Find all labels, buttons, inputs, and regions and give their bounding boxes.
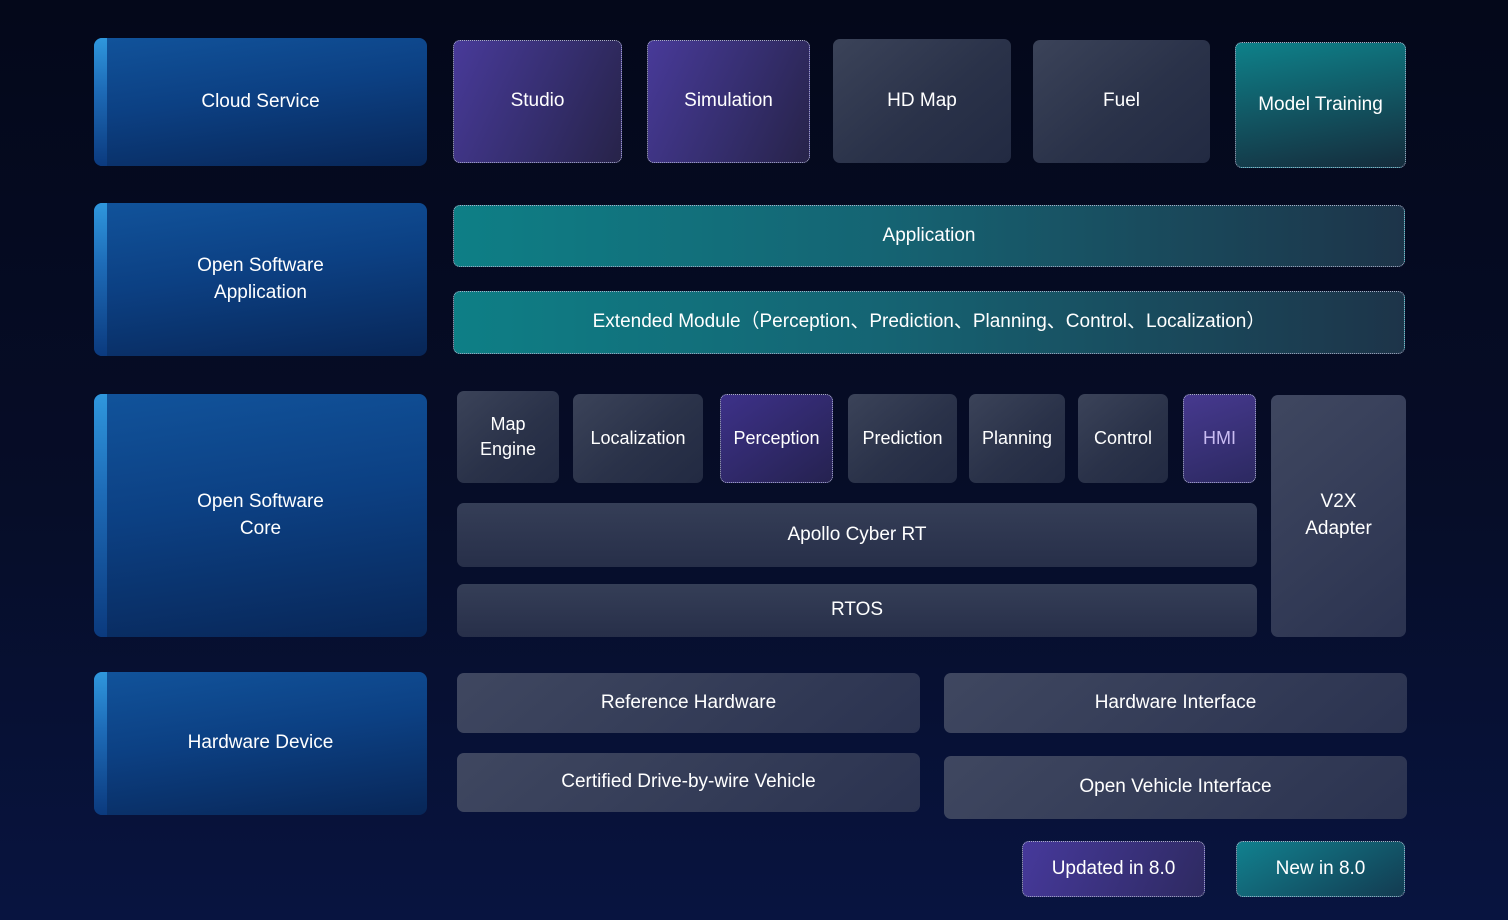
box-rtos-label: RTOS	[830, 599, 884, 621]
box-planning-label: Planning	[981, 427, 1053, 448]
box-perception: Perception	[720, 394, 833, 483]
box-reference-hardware-label: Reference Hardware	[600, 691, 777, 713]
box-hardware-interface: Hardware Interface	[944, 673, 1407, 733]
box-fuel-label: Fuel	[1103, 90, 1140, 112]
box-open-vehicle-interface: Open Vehicle Interface	[944, 756, 1407, 819]
box-control: Control	[1078, 394, 1168, 483]
box-prediction-label: Prediction	[862, 427, 943, 448]
legend-new-badge: New in 8.0	[1236, 841, 1405, 897]
row-label-hardware-device: Hardware Device	[94, 672, 427, 815]
box-apollo-cyber-rt: Apollo Cyber RT	[457, 503, 1257, 567]
box-map-engine-label: Map Engine	[479, 413, 537, 459]
box-hmi-label: HMI	[1203, 427, 1236, 448]
box-map-engine: Map Engine	[457, 391, 559, 483]
box-localization-label: Localization	[590, 427, 686, 448]
row-label-open-software-core-text: Open Software Core	[197, 490, 324, 539]
box-certified-drive-by-wire-vehicle: Certified Drive-by-wire Vehicle	[457, 753, 920, 812]
box-simulation: Simulation	[647, 40, 810, 163]
box-model-training: Model Training	[1235, 42, 1406, 168]
legend-updated-badge: Updated in 8.0	[1022, 841, 1205, 897]
legend-new-label: New in 8.0	[1275, 857, 1366, 879]
box-application-label: Application	[882, 224, 976, 246]
box-studio-label: Studio	[510, 90, 565, 112]
row-label-open-software-core: Open Software Core	[94, 394, 427, 637]
row-label-open-software-application: Open Software Application	[94, 203, 427, 356]
box-certified-drive-by-wire-vehicle-label: Certified Drive-by-wire Vehicle	[561, 771, 816, 793]
box-hd-map-label: HD Map	[887, 89, 957, 111]
box-application: Application	[453, 205, 1405, 267]
legend-updated-label: Updated in 8.0	[1051, 857, 1176, 879]
box-model-training-label: Model Training	[1258, 93, 1383, 115]
box-rtos: RTOS	[457, 584, 1257, 637]
box-reference-hardware: Reference Hardware	[457, 673, 920, 733]
box-control-label: Control	[1093, 427, 1153, 448]
box-fuel: Fuel	[1033, 40, 1210, 163]
row-label-cloud-service: Cloud Service	[94, 38, 427, 166]
box-extended-module-label: Extended Module（Perception、Prediction、Pl…	[592, 311, 1266, 333]
row-label-open-software-application-text: Open Software Application	[197, 254, 324, 303]
box-hd-map: HD Map	[833, 39, 1011, 163]
row-label-cloud-service-text: Cloud Service	[201, 90, 320, 112]
box-hmi: HMI	[1183, 394, 1256, 483]
box-perception-label: Perception	[733, 427, 820, 448]
box-hardware-interface-label: Hardware Interface	[1094, 691, 1257, 713]
box-studio: Studio	[453, 40, 622, 163]
box-extended-module: Extended Module（Perception、Prediction、Pl…	[453, 291, 1405, 354]
box-apollo-cyber-rt-label: Apollo Cyber RT	[787, 523, 927, 545]
row-label-hardware-device-text: Hardware Device	[187, 732, 334, 754]
box-prediction: Prediction	[848, 394, 957, 483]
box-v2x-adapter-label: V2X Adapter	[1305, 491, 1372, 539]
box-planning: Planning	[969, 394, 1065, 483]
box-simulation-label: Simulation	[684, 90, 773, 112]
box-v2x-adapter: V2X Adapter	[1271, 395, 1406, 637]
box-localization: Localization	[573, 394, 703, 483]
box-open-vehicle-interface-label: Open Vehicle Interface	[1079, 776, 1272, 798]
